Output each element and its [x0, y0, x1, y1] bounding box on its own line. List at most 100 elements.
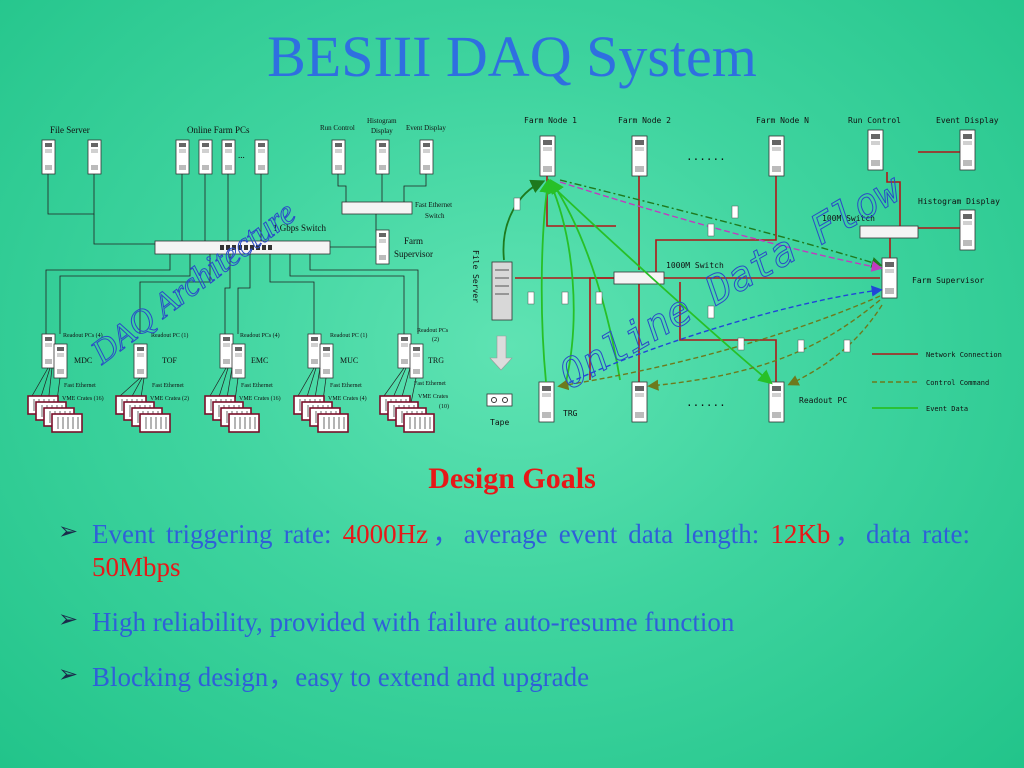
histogram-display-pc — [375, 139, 390, 175]
goal-rate-text-1: Event triggering rate: — [92, 519, 343, 549]
label-run-control: Run Control — [320, 124, 355, 132]
emc-crate-4 — [228, 413, 260, 433]
emc-readout-label: Readout PCs (4) — [240, 332, 280, 339]
trg-pc-right — [538, 381, 555, 423]
goal-reliability-text: High reliability, provided with failure … — [92, 606, 735, 637]
subsystem-tof: TOF — [162, 356, 178, 365]
emc-readout-pc-2 — [231, 343, 246, 379]
label-histogram-display: Histogram — [367, 117, 397, 125]
file-server-pc-2 — [87, 139, 102, 175]
tof-ethernet-label: Fast Ethernet — [152, 383, 184, 389]
label-farm-supervisor-2: Supervisor — [394, 249, 433, 259]
subsystem-emc: EMC — [251, 356, 268, 365]
trg-readout-pc-2 — [409, 343, 424, 379]
goal-item-reliability: ➢ High reliability, provided with failur… — [58, 606, 970, 639]
label-farm-nodes-dots: ...... — [686, 150, 726, 163]
legend-network-connection: Network Connection — [926, 351, 1002, 359]
trg-readout-label: Readout PCs — [417, 328, 449, 334]
trg-ethernet-label: Fast Ethernet — [414, 381, 446, 387]
label-farm-node-2: Farm Node 2 — [618, 116, 671, 125]
farm-pc-2 — [198, 139, 213, 175]
arrow-bullet-icon: ➢ — [58, 661, 79, 688]
label-farm-supervisor: Farm — [404, 236, 423, 246]
label-tape: Tape — [490, 418, 509, 427]
mdc-readout-pc-1 — [41, 333, 56, 369]
label-1000m-switch: 1000M Switch — [666, 261, 724, 270]
run-control-pc — [331, 139, 346, 175]
farm-pcs-ellipsis: ... — [238, 150, 245, 160]
slide-title: BESIII DAQ System — [267, 24, 757, 89]
mdc-readout-label: Readout PCs (4) — [63, 332, 103, 339]
event-display-pc-right — [959, 129, 976, 171]
goal-event-length-value: 12Kb — [770, 519, 831, 549]
label-fast-ethernet-switch: Fast Ethernet — [415, 201, 452, 209]
tof-crates-label: VME Cratea (2) — [150, 395, 189, 402]
label-file-server-right: File Server — [471, 250, 480, 303]
farm-pc-3 — [221, 139, 236, 175]
trg-crates-label-2: (10) — [439, 403, 449, 410]
label-histogram-display-right: Histogram Display — [918, 197, 1000, 206]
trg-crates-label: VME Crates — [418, 394, 449, 400]
tape-icon — [486, 393, 513, 407]
goal-rate-text-3: ，data rate: — [830, 519, 971, 549]
watermark-online-data-flow: Online Data Flow — [552, 165, 910, 398]
legend-control-command: Control Command — [926, 379, 989, 387]
histogram-display-pc-right — [959, 209, 976, 251]
farm-supervisor-pc-right — [881, 257, 898, 299]
daq-diagram: File Server Online Farm PCs Run Control … — [27, 116, 1002, 433]
switch-1000m — [613, 271, 665, 285]
online-data-flow-diagram: Farm Node 1 Farm Node 2 Farm Node N Run … — [471, 116, 1002, 427]
trg-readout-pc-1 — [397, 333, 412, 369]
goal-trigger-rate-value: 4000Hz — [342, 519, 429, 549]
label-event-display-right: Event Display — [936, 116, 999, 125]
goal-rate-text-2: ，average event data length: — [428, 519, 771, 549]
goal-item-rates: ➢ Event triggering rate: 4000Hz，average … — [58, 518, 970, 584]
farm-node-n-pc — [768, 135, 785, 177]
goal-design-text: Blocking design，easy to extend and upgra… — [92, 661, 590, 692]
arrow-bullet-icon: ➢ — [58, 606, 79, 633]
subsystem-mdc: MDC — [74, 356, 92, 365]
run-control-pc-right — [867, 129, 884, 171]
trg-crate-4 — [403, 413, 435, 433]
label-file-server: File Server — [50, 125, 90, 135]
label-farm-supervisor-right: Farm Supervisor — [912, 276, 984, 285]
design-goals-heading: Design Goals — [428, 462, 596, 495]
label-event-display: Event Display — [406, 124, 446, 132]
emc-crates-label: VME Crates (16) — [239, 395, 281, 402]
fast-ethernet-switch — [341, 201, 413, 215]
file-server-rack — [491, 261, 513, 321]
label-farm-node-1: Farm Node 1 — [524, 116, 577, 125]
label-farm-node-n: Farm Node N — [756, 116, 809, 125]
label-online-farm-pcs: Online Farm PCs — [187, 125, 250, 135]
legend-event-data: Event Data — [926, 405, 968, 413]
file-server-pc-1 — [41, 139, 56, 175]
subsystem-trg: TRG — [428, 356, 444, 365]
design-goals-list: ➢ Event triggering rate: 4000Hz，average … — [58, 518, 970, 716]
farm-supervisor-pc — [375, 229, 390, 265]
arrow-bullet-icon: ➢ — [58, 519, 79, 545]
emc-readout-pc-1 — [219, 333, 234, 369]
muc-crates-label: VME Crates (4) — [328, 395, 367, 402]
mdc-crates-label: VME Crates (16) — [62, 395, 104, 402]
farm-pc-1 — [175, 139, 190, 175]
farm-node-2-pc — [631, 135, 648, 177]
gbps-switch — [154, 240, 331, 255]
muc-ethernet-label: Fast Ethernet — [330, 383, 362, 389]
muc-readout-pc-1 — [307, 333, 322, 369]
emc-ethernet-label: Fast Ethernet — [241, 383, 273, 389]
trg-readout-label-2: (2) — [432, 336, 439, 343]
readout-pc-n-right — [768, 381, 785, 423]
readout-pc-2-right — [631, 381, 648, 423]
label-100m-switch: 100M Switch — [822, 214, 875, 223]
label-trg-right: TRG — [563, 409, 578, 418]
switch-100m — [859, 225, 919, 239]
flow-legend: Network Connection Control Command Event… — [872, 351, 1002, 413]
label-fast-ethernet-switch-2: Switch — [425, 212, 445, 220]
label-readout-dots: ...... — [686, 396, 726, 409]
goal-data-rate-value: 50Mbps — [92, 551, 181, 582]
label-readout-pc-right: Readout PC — [799, 396, 847, 405]
mdc-readout-pc-2 — [53, 343, 68, 379]
goal-item-design: ➢ Blocking design，easy to extend and upg… — [58, 661, 970, 694]
muc-readout-label: Readout PC (1) — [330, 332, 367, 339]
mdc-ethernet-label: Fast Ethernet — [64, 383, 96, 389]
